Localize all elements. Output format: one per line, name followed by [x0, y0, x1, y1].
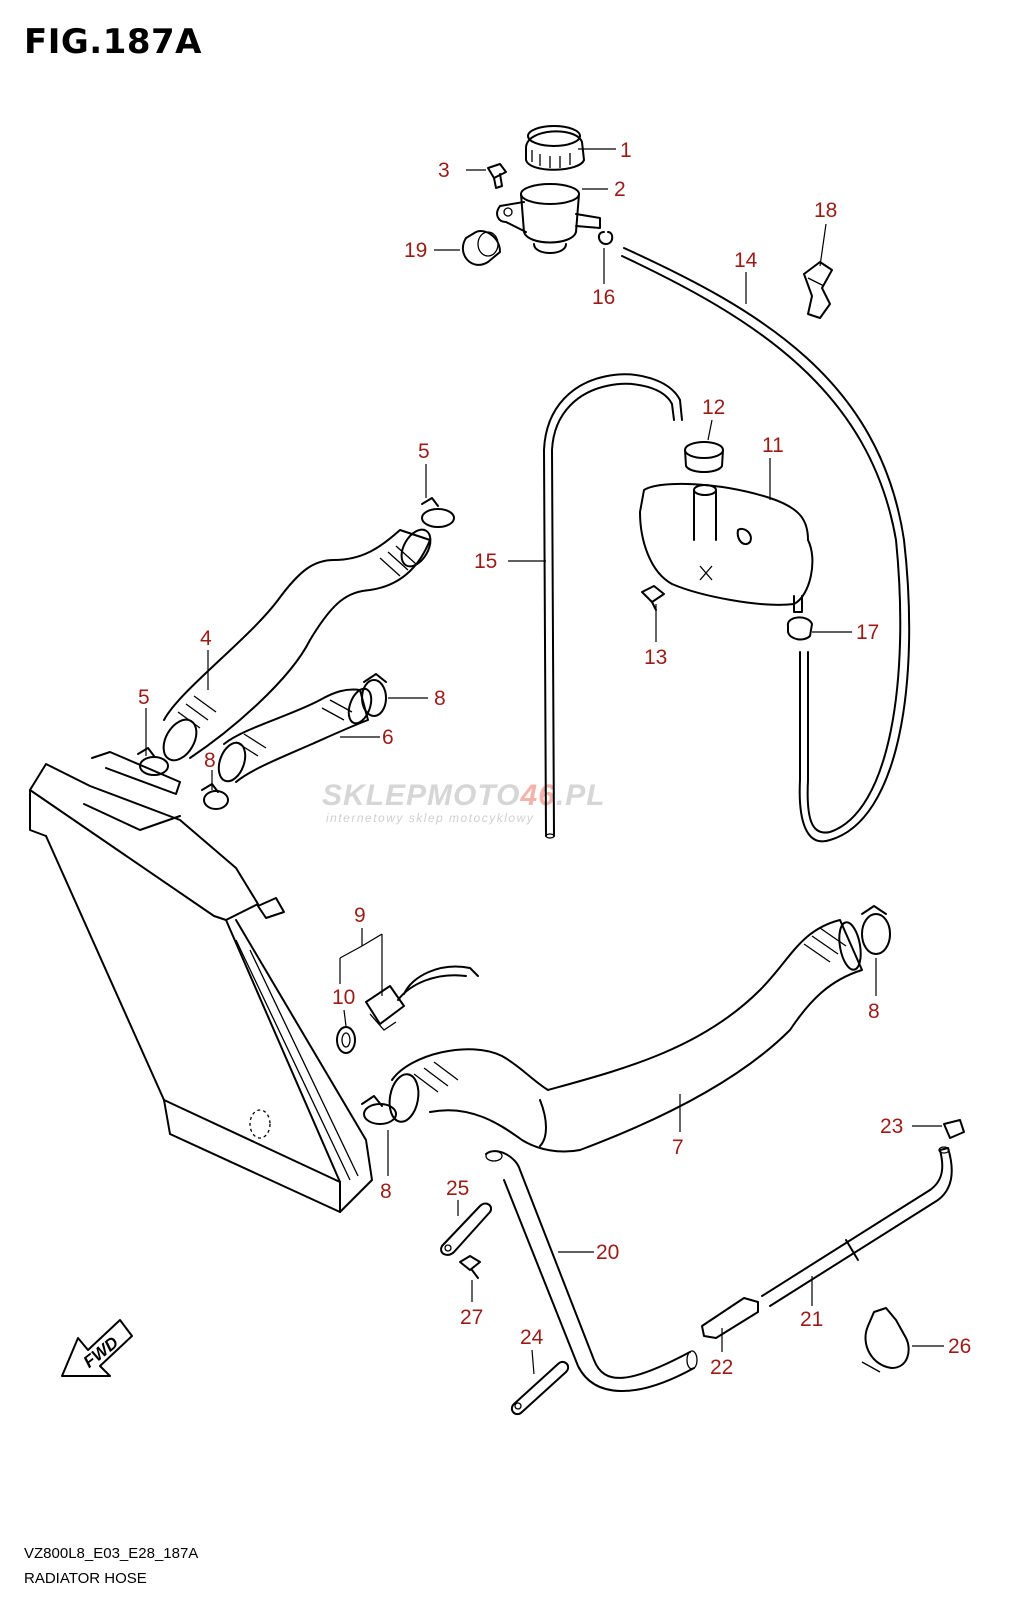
callout-2: 2 — [614, 178, 626, 201]
filler-neck-part — [496, 183, 601, 254]
bracket-part-24 — [510, 1360, 570, 1416]
figure-title: FIG.187A — [24, 22, 202, 62]
lower-hose-part-7 — [388, 919, 863, 1153]
callout-17: 17 — [856, 621, 879, 644]
clip-part-16 — [598, 231, 614, 245]
callout-8-b: 8 — [204, 749, 216, 772]
watermark-tagline: internetowy sklep motocyklowy — [326, 811, 534, 825]
overflow-hose-part-14 — [621, 247, 911, 843]
callout-13: 13 — [644, 646, 667, 669]
callout-7: 7 — [672, 1136, 684, 1159]
callout-21: 21 — [800, 1308, 823, 1331]
callout-15: 15 — [474, 550, 497, 573]
clip-part-26 — [861, 1307, 910, 1373]
clip-part-18 — [803, 261, 833, 319]
washer-part-10 — [336, 1026, 356, 1054]
clamp-part-8-a — [361, 673, 387, 717]
callout-25: 25 — [446, 1177, 469, 1200]
callout-5-upper: 5 — [418, 440, 430, 463]
callout-4: 4 — [200, 627, 212, 650]
hose-part-6 — [217, 687, 373, 783]
hose-part-15 — [543, 373, 683, 839]
callout-1: 1 — [620, 139, 632, 162]
clamp-part-5-lower — [137, 747, 169, 776]
figure-code: VZ800L8_E03_E28_187A — [24, 1545, 199, 1562]
clamp-part-5-upper — [421, 497, 455, 528]
callout-6: 6 — [382, 726, 394, 749]
clamp-part-8-c — [861, 905, 891, 955]
callout-26: 26 — [948, 1335, 971, 1358]
tube-part-21 — [761, 1146, 953, 1307]
clamp-part-8-d — [361, 1095, 397, 1125]
callout-11: 11 — [762, 434, 784, 457]
callout-27: 27 — [460, 1306, 483, 1329]
clamp-part-8-b — [201, 783, 229, 810]
callout-23: 23 — [880, 1115, 903, 1138]
callout-14: 14 — [734, 249, 758, 272]
clamp-part-23 — [943, 1119, 965, 1139]
bolt-part-27 — [459, 1255, 481, 1279]
callout-labels: 1 2 3 19 16 18 14 12 11 5 15 13 17 4 5 8… — [138, 139, 971, 1379]
bracket-part-25 — [440, 1202, 492, 1256]
svg-text:SKLEPMOTO46.PL: SKLEPMOTO46.PL — [322, 779, 606, 812]
callout-10: 10 — [332, 986, 355, 1009]
reservoir-tank-part — [639, 482, 814, 613]
radiator-cap-part — [525, 125, 585, 171]
pipe-part-20 — [485, 1150, 698, 1392]
bolt-part-3 — [487, 163, 507, 189]
callout-24: 24 — [520, 1326, 544, 1349]
callout-5-lower: 5 — [138, 686, 150, 709]
figure-name: RADIATOR HOSE — [24, 1570, 147, 1587]
callout-20: 20 — [596, 1241, 619, 1264]
callout-8-a: 8 — [434, 687, 446, 710]
callout-8-d: 8 — [380, 1180, 392, 1203]
callout-12: 12 — [702, 396, 725, 419]
callout-8-c: 8 — [868, 1000, 880, 1023]
clamp-part-17 — [786, 616, 813, 641]
radiator-part — [29, 751, 373, 1213]
callout-18: 18 — [814, 199, 837, 222]
callout-22: 22 — [710, 1356, 733, 1379]
leader-lines — [145, 148, 944, 1375]
bolt-part-13 — [641, 585, 665, 611]
callout-16: 16 — [592, 286, 615, 309]
callout-3: 3 — [438, 159, 450, 182]
reservoir-cap-part — [684, 441, 724, 473]
sensor-part-9 — [365, 965, 479, 1031]
callout-9: 9 — [354, 904, 366, 927]
upper-hose-part-4 — [162, 528, 432, 762]
watermark: SKLEPMOTO46.PL internetowy sklep motocyk… — [322, 779, 606, 825]
clamp-part-19 — [461, 230, 501, 266]
joint-part-22 — [701, 1297, 759, 1339]
callout-19: 19 — [404, 239, 427, 262]
